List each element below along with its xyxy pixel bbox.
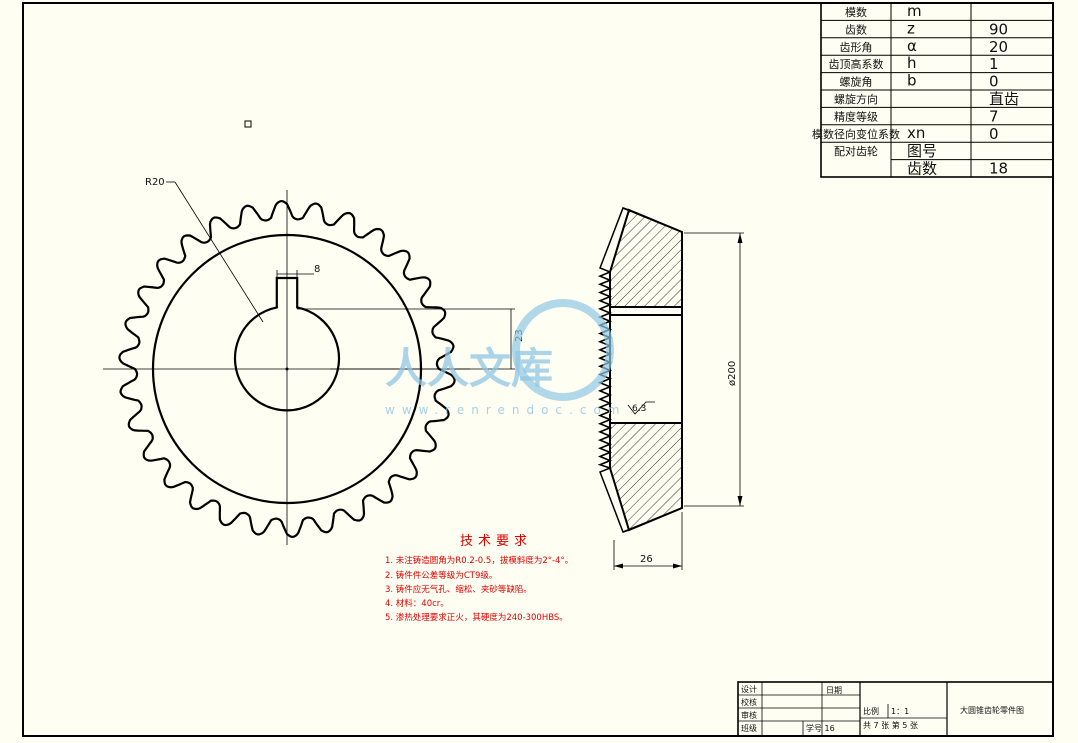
bore-center: [285, 367, 289, 371]
roughness-symbol: [627, 401, 655, 415]
hub-band: [609, 306, 683, 316]
tb-sheets: 共 7 张 第 5 张: [863, 720, 918, 730]
watermark: 人人文库 www.renrendoc.com: [385, 299, 626, 417]
dim-outer-diameter: ø200: [727, 361, 738, 386]
tb-drawing-title: 大圆锥齿轮零件图: [960, 705, 1024, 715]
dim-roughness: 6.3: [632, 404, 646, 414]
param-value: 90: [989, 20, 1008, 38]
mating-teeth-label: 齿数: [907, 160, 937, 178]
param-name: 螺旋角: [840, 75, 873, 89]
param-value: 20: [989, 38, 1008, 56]
param-value: 0: [989, 125, 999, 143]
sheet-border: [22, 2, 1054, 737]
param-symbol: h: [907, 54, 917, 72]
param-name: 精度等级: [834, 109, 878, 123]
upper-hatched-section: [609, 208, 683, 308]
mating-gear-label: 配对齿轮: [834, 144, 878, 158]
tech-req-item: 5. 渗热处理要求正火，其硬度为240-300HBS。: [385, 612, 568, 623]
tech-req-item: 4. 材料：40cr。: [385, 598, 449, 609]
marker-square: [244, 120, 252, 128]
mating-teeth-value: 18: [989, 160, 1008, 178]
tb-class: 班级: [741, 723, 757, 733]
watermark-text: 人人文库: [385, 344, 553, 393]
tech-req-item: 2. 铸件件公差等级为CT9级。: [385, 570, 497, 581]
param-name: 模数径向变位系数: [812, 127, 900, 141]
param-value: 直齿: [989, 90, 1019, 108]
param-name: 齿形角: [840, 41, 873, 54]
technical-requirements: 技术要求 1. 未注铸造圆角为R0.2-0.5，拔模斜度为2°-4°。 2. 铸…: [385, 534, 573, 623]
param-symbol: m: [907, 2, 922, 20]
mating-drawing-no-label: 图号: [907, 142, 937, 160]
param-name: 齿数: [845, 23, 867, 36]
param-symbol: xn: [907, 124, 925, 142]
tb-review: 审核: [741, 710, 757, 720]
gear-front-view: 8 23 R20: [103, 177, 525, 545]
tb-scale-value: 1：1: [891, 707, 909, 716]
param-name: 螺旋方向: [834, 92, 878, 106]
gear-section-view: 6.3 ø200 26: [597, 207, 744, 570]
watermark-circle: [512, 299, 614, 401]
section-tooth-profile: [597, 271, 613, 469]
param-name: 模数: [845, 6, 867, 19]
param-symbol: b: [907, 72, 917, 90]
tb-date: 日期: [826, 686, 842, 695]
title-block: 设计 校核 审核 班级 日期 学号 16 比例 1：1 共 7 张 第 5 张 …: [737, 681, 1054, 737]
tech-req-title: 技术要求: [460, 534, 532, 549]
tb-scale-label: 比例: [863, 706, 879, 716]
param-name: 齿顶高系数: [829, 57, 884, 71]
param-value: 0: [989, 73, 999, 91]
dim-face-width: 26: [640, 554, 653, 565]
gear-tooth-profile: [118, 199, 456, 539]
tb-design: 设计: [741, 684, 757, 694]
param-value: 7: [989, 107, 999, 125]
watermark-url: www.renrendoc.com: [385, 403, 626, 417]
bore-with-keyway: [233, 276, 341, 412]
tech-req-item: 1. 未注铸造圆角为R0.2-0.5，拔模斜度为2°-4°。: [385, 555, 573, 566]
tb-check: 校核: [741, 697, 757, 707]
dim-keyway-width: 8: [314, 264, 320, 275]
tb-student-no: 学号 16: [806, 723, 835, 733]
dim-radius: R20: [145, 177, 165, 188]
lower-hatched-section: [609, 422, 683, 532]
tech-req-item: 3. 铸件应无气孔、缩松、夹砂等缺陷。: [385, 584, 532, 595]
param-value: 1: [989, 55, 999, 73]
param-symbol: z: [907, 19, 915, 37]
param-symbol: α: [907, 37, 917, 55]
